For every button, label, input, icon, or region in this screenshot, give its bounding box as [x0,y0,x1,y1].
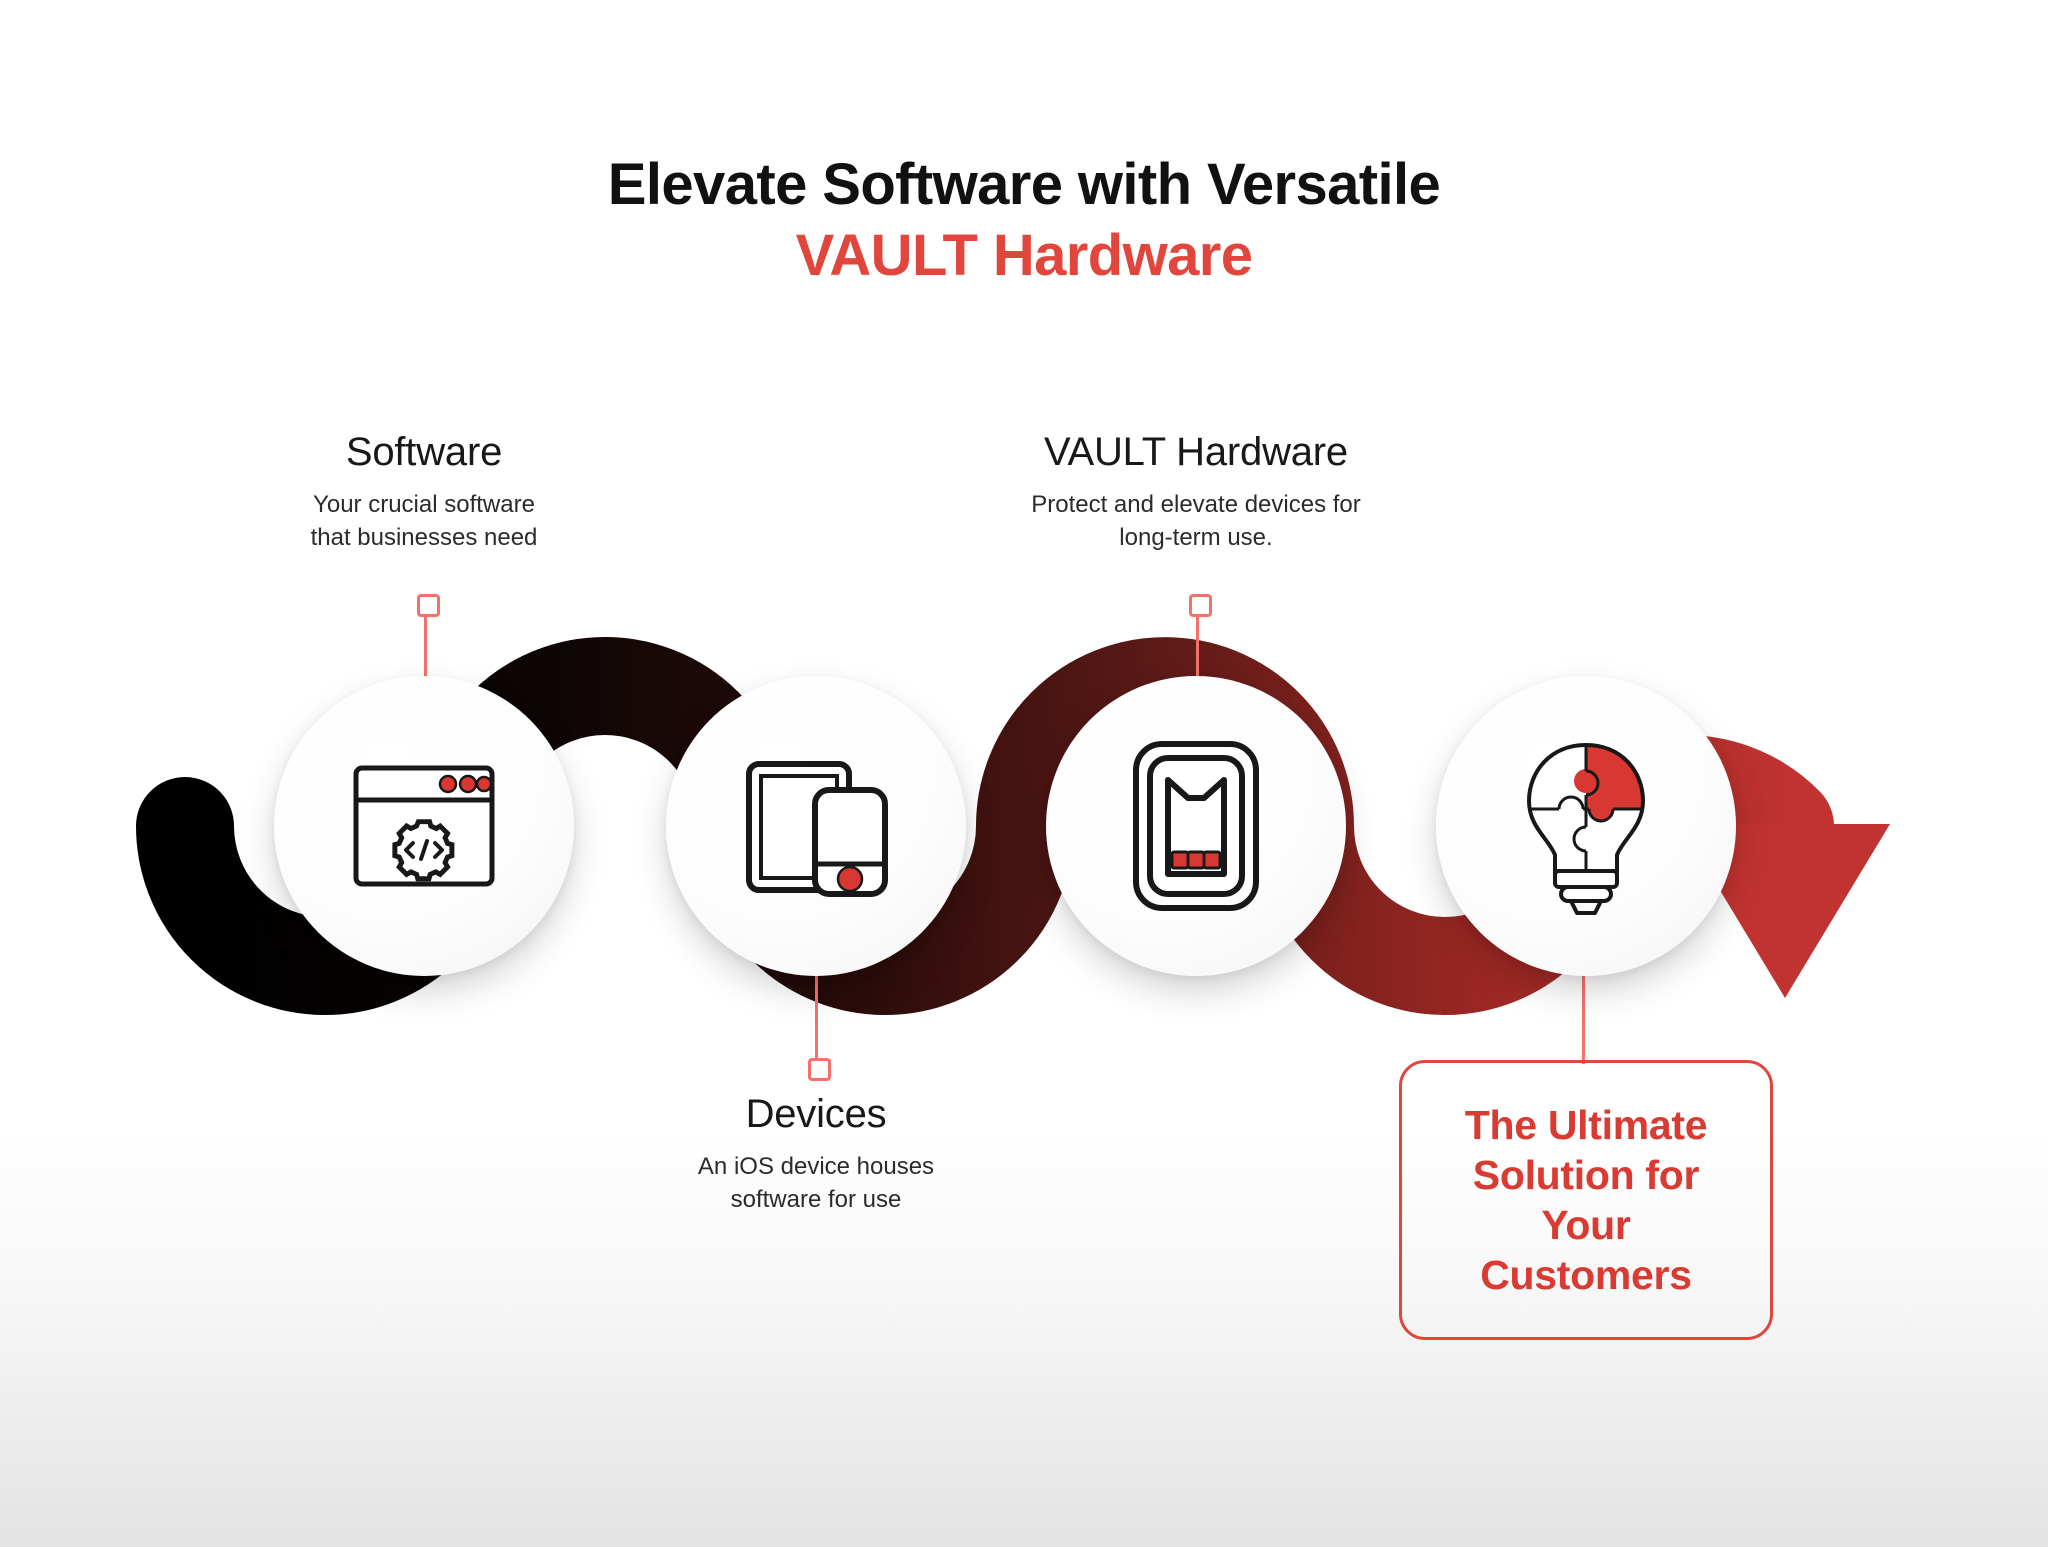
title-line-1: Elevate Software with Versatile [607,152,1441,217]
leader-cap-vault [1189,594,1212,617]
leader-line-vault [1196,606,1199,722]
outcome-callout-box[interactable]: The Ultimate Solution for Your Customers [1399,1060,1773,1340]
label-software-desc-line1: Your crucial software [313,491,535,518]
leader-line-software [424,606,427,722]
label-software-desc-line2: that businesses need [310,523,538,551]
label-devices-desc-line2: software for use [730,1185,902,1213]
leader-line-outcome [1582,968,1585,1064]
page-title: Elevate Software with Versatile VAULT Ha… [0,150,2048,292]
node-circle-outcome[interactable] [1436,676,1736,976]
callout-line-1: The Ultimate [1464,1101,1708,1148]
rugged-case-icon [1133,741,1259,911]
leader-line-devices [815,975,818,1065]
browser-window-gear-code-icon [353,765,495,887]
label-software-title: Software [345,430,503,474]
lightbulb-puzzle-icon [1526,742,1646,915]
label-devices-desc-line1: An iOS device houses [697,1153,935,1180]
node-circle-vault-hardware[interactable] [1046,676,1346,976]
label-vault-hardware: VAULT Hardware Protect and elevate devic… [956,430,1436,554]
leader-cap-devices [808,1058,831,1081]
outcome-callout-text: The Ultimate Solution for Your Customers [1451,1100,1721,1300]
callout-line-2: Solution for [1472,1151,1700,1198]
label-devices-title: Devices [745,1092,887,1136]
callout-line-4: Customers [1480,1252,1692,1299]
title-line-2: VAULT Hardware [795,222,1253,288]
label-vault-title: VAULT Hardware [1044,430,1348,474]
label-vault-desc-line2: long-term use. [1119,523,1273,551]
node-circle-software[interactable] [274,676,574,976]
label-vault-desc-line1: Protect and elevate devices for [1031,491,1361,518]
callout-line-3: Your [1541,1202,1631,1248]
label-devices: Devices An iOS device houses software fo… [626,1092,1006,1216]
node-circle-devices[interactable] [666,676,966,976]
tablet-phone-icon [746,761,888,897]
label-software: Software Your crucial software that busi… [234,430,614,554]
leader-cap-software [417,594,440,617]
